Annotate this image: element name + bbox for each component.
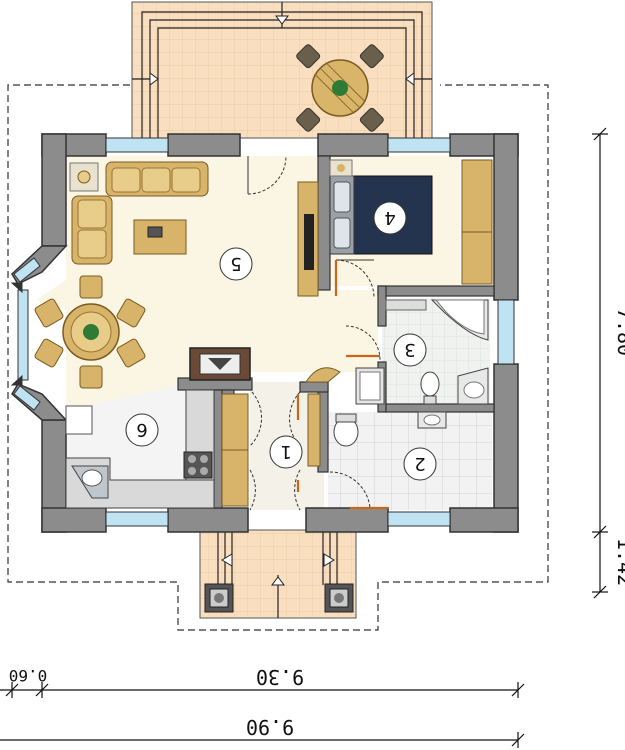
front-porch — [199, 529, 357, 619]
svg-text:2: 2 — [414, 453, 425, 474]
dimension-labels: 7.80 1.42 9.30 0.60 9.90 — [9, 308, 625, 739]
tv-cabinet — [297, 181, 319, 297]
back-terrace — [131, 1, 433, 139]
hall-wardrobe — [221, 393, 249, 507]
dimension-width-total: 9.90 — [246, 715, 294, 739]
dining-set — [34, 275, 146, 389]
hall-bench — [305, 367, 341, 467]
nightstand — [329, 159, 353, 177]
coffee-table — [133, 219, 187, 255]
room-label-3: 3 — [393, 333, 427, 367]
dimension-width-overhang: 0.60 — [9, 666, 48, 685]
dimension-height-porch: 1.42 — [613, 538, 625, 586]
roof-overhang-outline — [7, 84, 549, 631]
svg-text:1: 1 — [280, 441, 291, 462]
utility-fixtures — [333, 411, 447, 447]
svg-text:4: 4 — [384, 207, 395, 228]
room-label-1: 1 — [269, 435, 303, 469]
room-label-6: 6 — [125, 413, 159, 447]
room-label-2: 2 — [403, 447, 437, 481]
fireplace — [189, 347, 251, 381]
sofa — [71, 161, 209, 265]
wardrobe — [461, 159, 493, 285]
kitchen-counter — [65, 389, 215, 509]
room-label-5: 5 — [219, 247, 253, 281]
bed — [329, 175, 433, 255]
terrace-table-set — [296, 44, 384, 132]
room-labels: 1 2 3 4 5 6 — [125, 201, 437, 481]
svg-text:3: 3 — [404, 339, 415, 360]
windows — [10, 137, 515, 527]
svg-text:5: 5 — [230, 253, 241, 274]
room-label-4: 4 — [373, 201, 407, 235]
dimension-height-main: 7.80 — [613, 308, 625, 356]
side-table — [69, 162, 99, 192]
door-leaves — [296, 260, 388, 510]
dimension-lines — [0, 127, 608, 748]
dimension-width-inner: 9.30 — [256, 665, 304, 689]
walls — [11, 133, 519, 533]
svg-text:6: 6 — [136, 419, 147, 440]
bathroom-fixtures — [355, 299, 489, 405]
